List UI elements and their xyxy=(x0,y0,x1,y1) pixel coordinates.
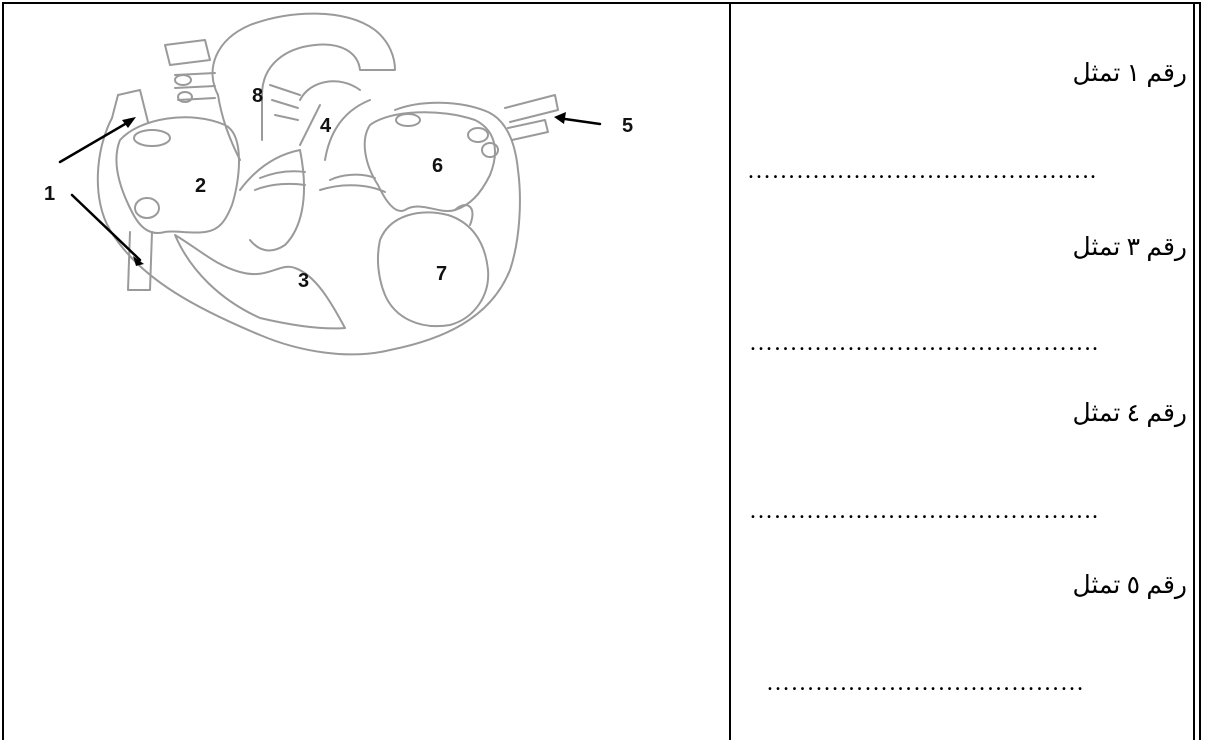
pulmonary-vein-upper xyxy=(504,94,559,123)
table-border-right-outer xyxy=(1199,2,1201,740)
label-8: 8 xyxy=(252,85,263,107)
heart-outer-outline xyxy=(96,101,521,356)
label-1-arrow-upper xyxy=(58,118,134,164)
inferior-vena-cava-outline xyxy=(127,231,153,291)
question-1-prompt: رقم ١ تمثل xyxy=(1072,60,1188,87)
label-1: 1 xyxy=(44,183,55,205)
septum-upper xyxy=(239,149,306,252)
atrium-opening-1 xyxy=(133,129,171,147)
pulmonary-artery xyxy=(299,80,361,101)
right-atrium-chamber xyxy=(115,116,240,234)
left-ventricle-chamber xyxy=(376,211,490,328)
table-border-left xyxy=(2,2,4,740)
label-3: 3 xyxy=(298,270,309,292)
atrium-opening-2 xyxy=(134,197,160,219)
heart-diagram: 1 2 3 4 5 6 7 8 xyxy=(0,0,720,400)
label-1-arrow-lower xyxy=(70,193,142,262)
aorta-branch-1 xyxy=(164,39,211,66)
table-column-divider xyxy=(729,2,731,740)
label-7: 7 xyxy=(436,263,447,285)
right-ventricle-chamber xyxy=(174,234,346,330)
question-4-prompt: رقم ٤ تمثل xyxy=(1072,400,1188,427)
arrowhead-1-upper xyxy=(122,117,136,128)
label-5-arrow xyxy=(556,116,602,126)
question-1-answer-line[interactable]: ……………………………………. xyxy=(747,158,1097,184)
superior-vena-cava-outline xyxy=(117,89,149,123)
label-2: 2 xyxy=(195,175,206,197)
table-border-right-inner xyxy=(1193,2,1195,740)
left-atrium-chamber xyxy=(363,111,496,213)
arrowhead-5 xyxy=(554,112,566,124)
heart-diagram-svg: 1 2 3 4 5 6 7 8 xyxy=(44,12,633,356)
aorta-arch xyxy=(211,12,396,141)
question-5-prompt: رقم ٥ تمثل xyxy=(1072,572,1188,599)
label-4: 4 xyxy=(320,115,332,137)
pulmonary-vein-lower xyxy=(507,119,549,141)
question-3-prompt: رقم ٣ تمثل xyxy=(1072,234,1188,261)
question-3-answer-line[interactable]: ……………………………………. xyxy=(749,330,1099,356)
question-5-answer-line[interactable]: ………………………………… xyxy=(766,670,1085,696)
question-4-answer-line[interactable]: ……………………………………. xyxy=(749,498,1099,524)
label-5: 5 xyxy=(622,115,633,137)
table-border-top xyxy=(2,2,1201,4)
label-6: 6 xyxy=(432,155,443,177)
